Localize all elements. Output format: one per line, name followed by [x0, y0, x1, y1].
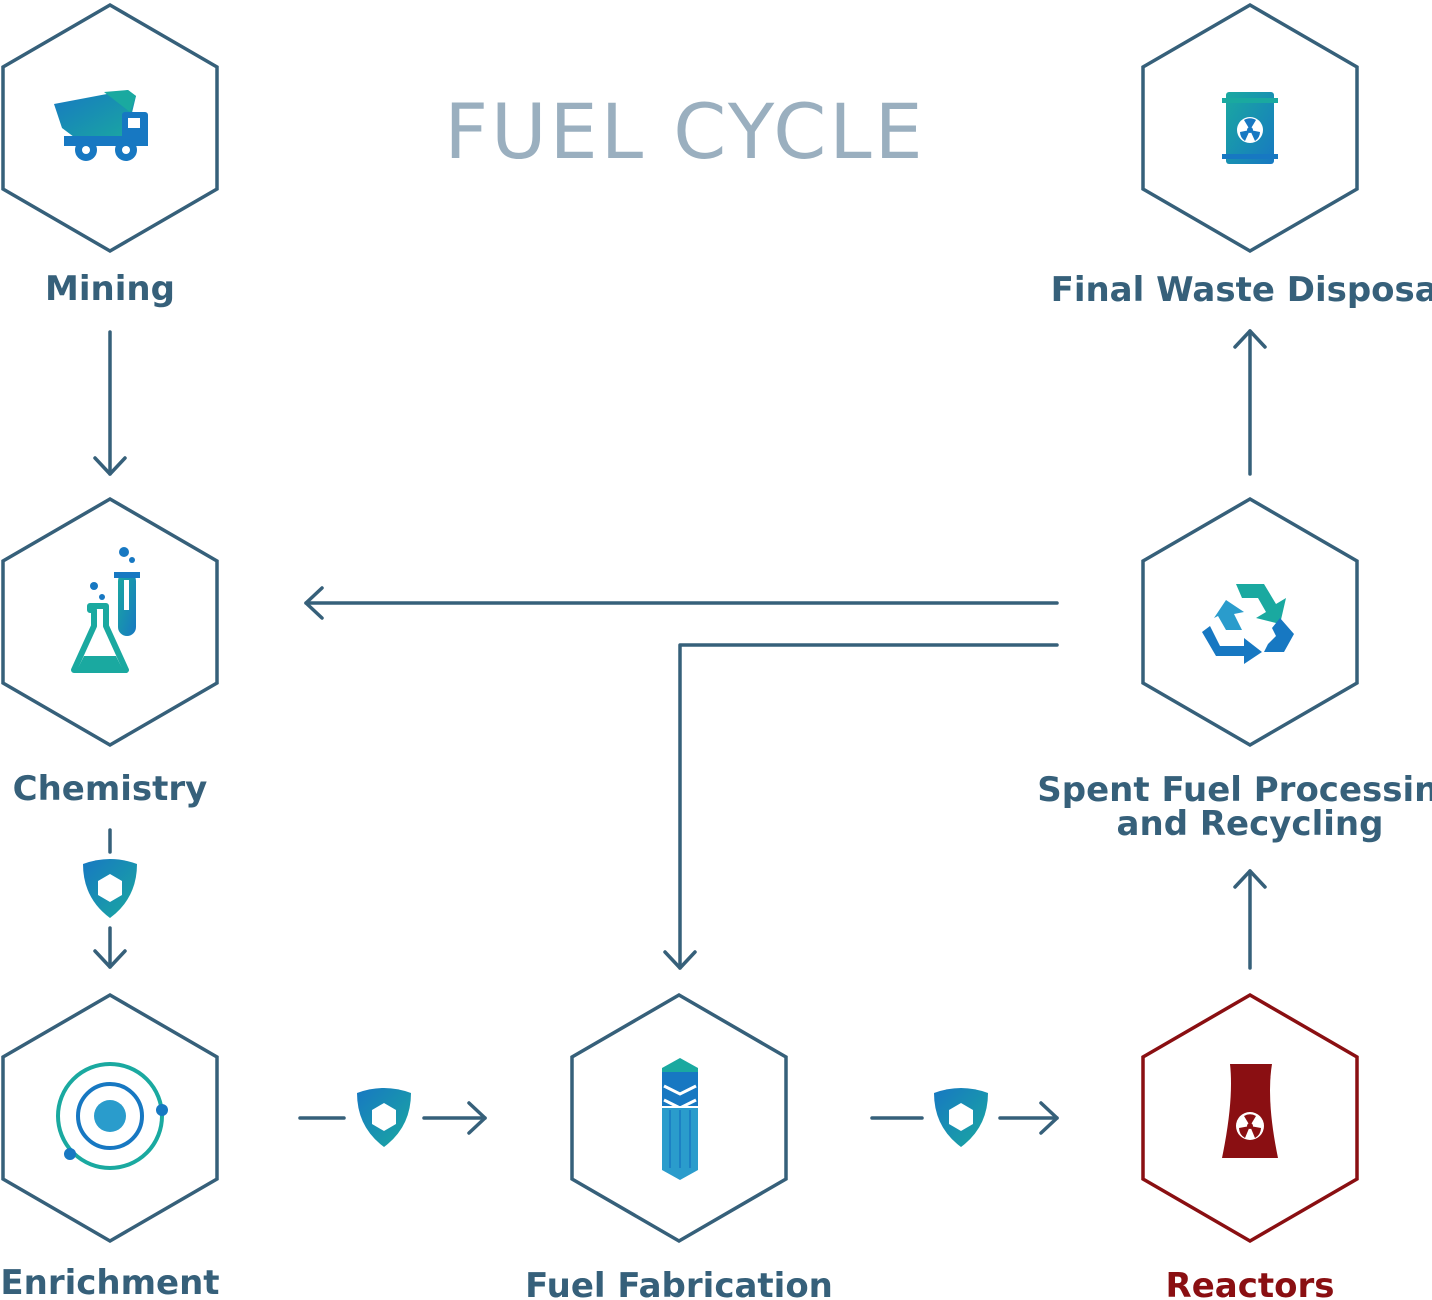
processing-label-line2: and Recycling	[1117, 804, 1384, 844]
fuel-assembly-icon	[662, 1058, 698, 1180]
recycle-icon	[1202, 584, 1294, 664]
chemistry-to-enrichment-arrow	[93, 828, 127, 969]
disposal-hexagon	[1141, 2, 1359, 254]
waste-barrel-icon	[1222, 92, 1278, 164]
reactors-to-processing-arrow	[1233, 869, 1267, 970]
enrichment-hexagon	[1, 992, 219, 1244]
mining-to-chemistry-arrow	[93, 330, 127, 476]
fabrication-label: Fuel Fabrication	[525, 1266, 833, 1300]
dump-truck-icon	[54, 90, 148, 161]
shield-icon	[934, 1088, 988, 1147]
disposal-label: Final Waste Disposal	[1051, 270, 1432, 310]
shield-icon	[357, 1088, 411, 1147]
reactors-hexagon	[1141, 992, 1359, 1244]
processing-label-line1: Spent Fuel Processing	[1037, 770, 1432, 810]
reactor-tower-icon	[1222, 1064, 1278, 1158]
processing-to-disposal-arrow	[1233, 329, 1267, 476]
enrichment-to-fabrication-arrow	[298, 1101, 487, 1135]
chemistry-hexagon	[1, 496, 219, 748]
processing-hexagon	[1141, 496, 1359, 748]
lab-flask-icon	[71, 547, 140, 673]
enrichment-label: Enrichment	[0, 1263, 219, 1300]
processing-to-chemistry-arrow	[304, 586, 1059, 620]
processing-to-fabrication-arrow	[663, 643, 1059, 970]
mining-hexagon	[1, 2, 219, 254]
mining-label: Mining	[45, 269, 175, 309]
shield-icon	[83, 859, 137, 918]
fabrication-hexagon	[570, 992, 788, 1244]
chemistry-label: Chemistry	[13, 769, 208, 809]
page-title: FUEL CYCLE	[444, 87, 925, 176]
fabrication-to-reactors-arrow	[870, 1101, 1059, 1135]
atom-orbit-icon	[56, 1062, 168, 1170]
reactors-label: Reactors	[1166, 1266, 1335, 1300]
